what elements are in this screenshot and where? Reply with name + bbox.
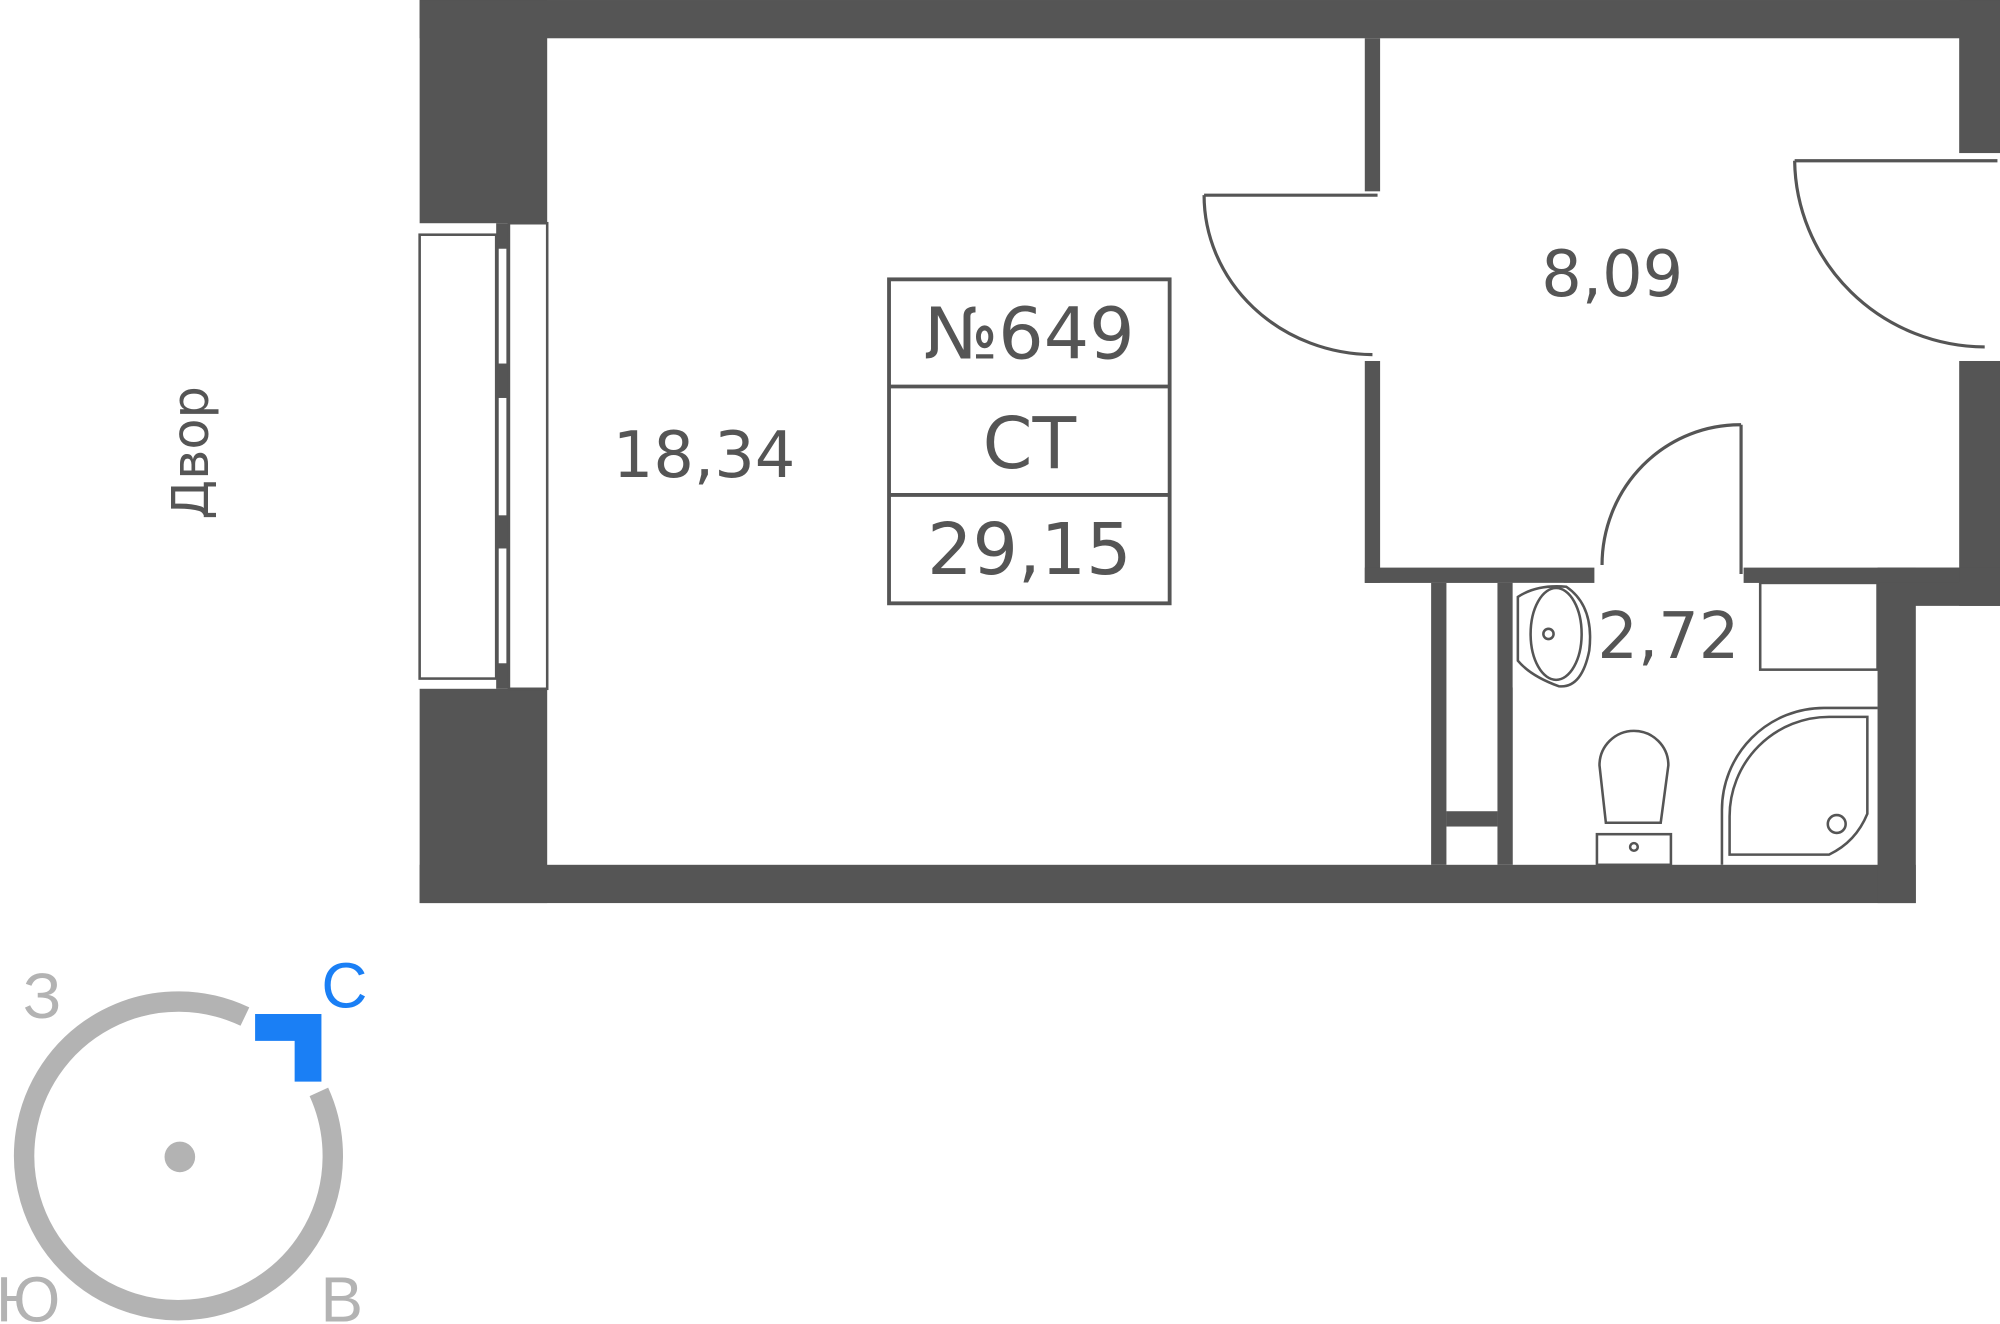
compass-ring xyxy=(13,991,343,1321)
total-area: 29,15 xyxy=(927,508,1131,591)
doors xyxy=(1202,159,1998,574)
compass-south: Ю xyxy=(0,1263,60,1324)
outside-label: Двор xyxy=(162,386,221,520)
apartment-type: СТ xyxy=(983,402,1077,485)
room-area-hallway: 8,09 xyxy=(1541,238,1683,312)
room-area-bathroom: 2,72 xyxy=(1597,600,1739,674)
bathroom-fixtures xyxy=(1512,581,1879,867)
compass-east: В xyxy=(321,1263,364,1324)
walls xyxy=(419,0,2000,904)
apartment-label-box xyxy=(887,277,1172,606)
apartment-number: №649 xyxy=(924,292,1135,375)
compass: З С Ю В xyxy=(0,950,367,1324)
window xyxy=(418,221,549,691)
room-area-living: 18,34 xyxy=(613,419,796,493)
compass-west: З xyxy=(23,960,62,1032)
compass-north: С xyxy=(321,950,367,1022)
compass-center-dot xyxy=(164,1141,196,1173)
north-arrow-icon xyxy=(255,1014,322,1082)
